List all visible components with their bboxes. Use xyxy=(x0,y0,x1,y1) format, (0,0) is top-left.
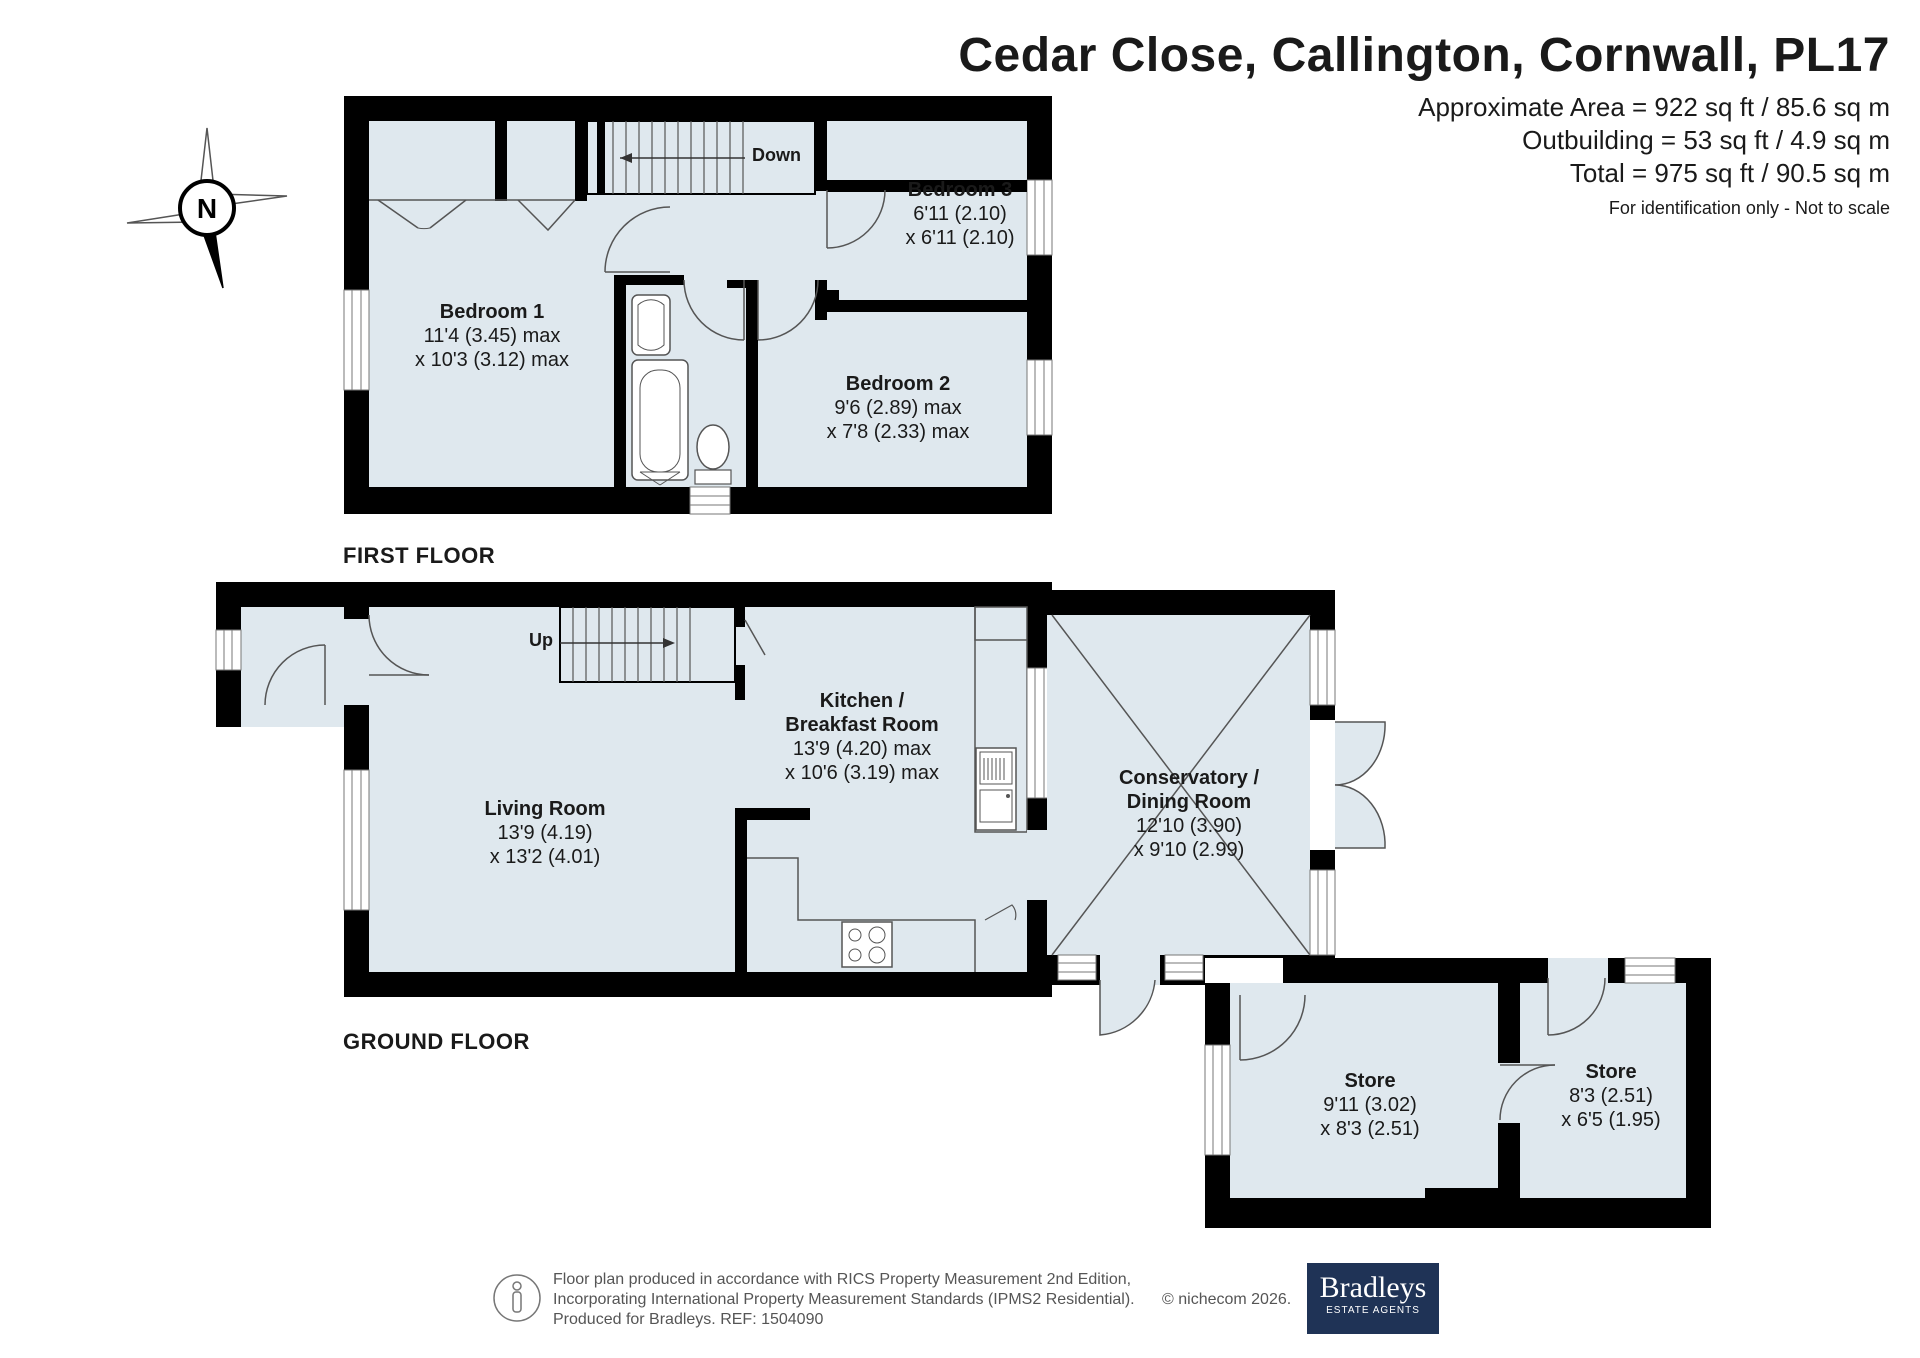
room-name: Store xyxy=(1344,1070,1396,1092)
room-dimension: 11'4 (3.45) max xyxy=(423,325,561,347)
footer-line: Incorporating International Property Mea… xyxy=(553,1291,1135,1308)
room-bedroom-2: Bedroom 2 9'6 (2.89) max x 7'8 (2.33) ma… xyxy=(827,372,970,444)
logo-name: Bradleys xyxy=(1319,1271,1427,1304)
first-floor-label: FIRST FLOOR xyxy=(343,543,496,568)
copyright: © nichecom 2026. xyxy=(1162,1291,1292,1308)
ground-floor-plan xyxy=(215,582,1711,1228)
disclaimer: For identification only - Not to scale xyxy=(1608,198,1890,218)
stairs-up-label: Up xyxy=(529,630,553,650)
footer-line: Floor plan produced in accordance with R… xyxy=(553,1271,1132,1288)
room-name: Living Room xyxy=(484,798,606,820)
room-dimension: x 10'6 (3.19) max xyxy=(785,762,939,784)
footer-notes: Floor plan produced in accordance with R… xyxy=(553,1270,1135,1330)
page-title: Cedar Close, Callington, Cornwall, PL17 xyxy=(958,29,1890,82)
header: Cedar Close, Callington, Cornwall, PL17 … xyxy=(958,28,1890,219)
room-name: Bedroom 1 xyxy=(439,301,545,323)
room-dimension: x 7'8 (2.33) max xyxy=(826,421,970,443)
room-dimension: 13'9 (4.20) max xyxy=(792,738,932,760)
room-dimension: x 9'10 (2.99) xyxy=(1133,839,1245,861)
room-name: Conservatory / xyxy=(1118,767,1260,789)
room-name: Breakfast Room xyxy=(785,714,939,736)
room-store-1: Store 9'11 (3.02) x 8'3 (2.51) xyxy=(1320,1069,1419,1141)
room-name: Dining Room xyxy=(1126,791,1252,813)
room-name: Bedroom 2 xyxy=(845,373,951,395)
room-dimension: 12'10 (3.90) xyxy=(1135,815,1243,837)
room-name: Bedroom 3 xyxy=(907,179,1013,201)
room-bedroom-1: Bedroom 1 11'4 (3.45) max x 10'3 (3.12) … xyxy=(415,300,569,372)
room-dimension: x 8'3 (2.51) xyxy=(1320,1118,1420,1140)
room-dimension: x 6'5 (1.95) xyxy=(1561,1109,1661,1131)
room-conservatory: Conservatory / Dining Room 12'10 (3.90) … xyxy=(1119,766,1259,862)
room-dimension: x 10'3 (3.12) max xyxy=(415,349,569,371)
room-name: Store xyxy=(1585,1061,1637,1083)
footer-line: Produced for Bradleys. REF: 1504090 xyxy=(553,1311,824,1328)
total-area: Total = 975 sq ft / 90.5 sq m xyxy=(1569,158,1890,188)
room-dimension: x 6'11 (2.10) xyxy=(905,227,1015,249)
bradleys-logo: Bradleys ESTATE AGENTS xyxy=(1307,1263,1439,1334)
room-dimension: 8'3 (2.51) xyxy=(1569,1085,1653,1107)
room-dimension: x 13'2 (4.01) xyxy=(489,846,601,868)
ground-floor-label: GROUND FLOOR xyxy=(343,1029,530,1054)
first-floor-plan xyxy=(343,96,1053,515)
stairs-down-label: Down xyxy=(752,145,801,165)
room-dimension: 6'11 (2.10) xyxy=(913,203,1007,225)
room-store-2: Store 8'3 (2.51) x 6'5 (1.95) xyxy=(1561,1060,1660,1132)
room-dimension: 13'9 (4.19) xyxy=(497,822,593,844)
outbuilding-area: Outbuilding = 53 sq ft / 4.9 sq m xyxy=(1522,125,1890,155)
room-name: Kitchen / xyxy=(819,690,905,712)
room-kitchen: Kitchen / Breakfast Room 13'9 (4.20) max… xyxy=(785,689,939,785)
logo-tagline: ESTATE AGENTS xyxy=(1326,1305,1420,1316)
approximate-area: Approximate Area = 922 sq ft / 85.6 sq m xyxy=(1418,92,1890,122)
person-icon xyxy=(493,1274,541,1322)
room-living-room: Living Room 13'9 (4.19) x 13'2 (4.01) xyxy=(484,797,605,869)
compass-label: N xyxy=(197,193,217,224)
compass-rose-icon: N xyxy=(126,127,288,289)
room-dimension: 9'6 (2.89) max xyxy=(834,397,962,419)
room-bedroom-3: Bedroom 3 6'11 (2.10) x 6'11 (2.10) xyxy=(905,178,1014,250)
room-dimension: 9'11 (3.02) xyxy=(1323,1094,1417,1116)
